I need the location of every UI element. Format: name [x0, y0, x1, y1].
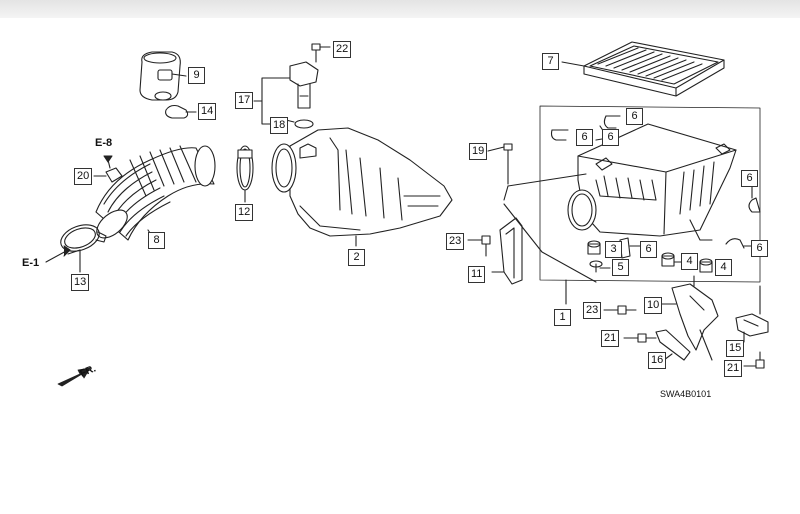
- part-9-resonator: [139, 51, 187, 101]
- part-label-p10: 10: [644, 297, 663, 314]
- part-label-p15: 15: [726, 340, 745, 357]
- sensor-assembly: [289, 61, 319, 109]
- part-22-bolt: [311, 43, 331, 63]
- part-label-p11: 11: [468, 266, 486, 283]
- ref-label-e1: E-1: [22, 257, 40, 269]
- front-direction-arrow: [57, 367, 91, 387]
- part-label-p2: 2: [348, 249, 365, 266]
- part-label-p1: 1: [554, 309, 571, 326]
- part-label-p8: 8: [148, 232, 165, 249]
- part-label-p6d: 6: [741, 170, 758, 187]
- part-label-p16: 16: [648, 352, 667, 369]
- part-3-4-5-grommets: [587, 240, 713, 273]
- part-20-clip: [93, 155, 123, 183]
- part-label-p23b: 23: [583, 302, 602, 319]
- part-label-p6e: 6: [640, 241, 657, 258]
- part-11-bracket: [491, 185, 597, 285]
- part-label-p22: 22: [333, 41, 352, 58]
- part-21-bolts: [623, 333, 765, 369]
- part-15-bracket: [735, 285, 769, 343]
- part-label-p23a: 23: [446, 233, 465, 250]
- part-13-hose-clamp: [60, 224, 107, 273]
- part-label-p12: 12: [235, 204, 254, 221]
- part-18-oring: [285, 119, 314, 129]
- part-label-p19: 19: [469, 143, 488, 160]
- part-12-clamp: [236, 145, 254, 203]
- part-10-bracket: [661, 275, 719, 361]
- part-label-p21a: 21: [601, 330, 620, 347]
- part-label-p6a: 6: [626, 108, 643, 125]
- ref-label-e8: E-8: [95, 137, 113, 149]
- e1-reference-arrow: [45, 245, 71, 263]
- part-label-p4a: 4: [681, 253, 698, 270]
- part-1-housing-case: [539, 105, 761, 305]
- bottom-area: [0, 480, 800, 514]
- part-label-p17: 17: [235, 92, 254, 109]
- part-label-p21b: 21: [724, 360, 743, 377]
- part-label-p18: 18: [270, 117, 289, 134]
- part-label-p20: 20: [74, 168, 93, 185]
- part-2-housing-cover: [271, 127, 453, 247]
- part-label-p13: 13: [71, 274, 90, 291]
- part-label-p5: 5: [612, 259, 629, 276]
- part-23-bolts: [467, 235, 637, 315]
- part-label-p9: 9: [188, 67, 205, 84]
- part-label-p6b: 6: [576, 129, 593, 146]
- part-label-p4b: 4: [715, 259, 732, 276]
- part-8-intake-hose: [95, 145, 216, 241]
- part-label-p3: 3: [605, 241, 622, 258]
- diagram-code: SWA4B0101: [660, 389, 712, 399]
- part-14-clip: [165, 104, 197, 119]
- part-19-bolt: [487, 143, 587, 187]
- part-7-air-filter: [561, 41, 725, 97]
- part-label-p7: 7: [542, 53, 559, 70]
- part-label-p14: 14: [198, 103, 217, 120]
- part-label-p6f: 6: [751, 240, 768, 257]
- part-label-p6c: 6: [602, 129, 619, 146]
- top-bar: [0, 0, 800, 18]
